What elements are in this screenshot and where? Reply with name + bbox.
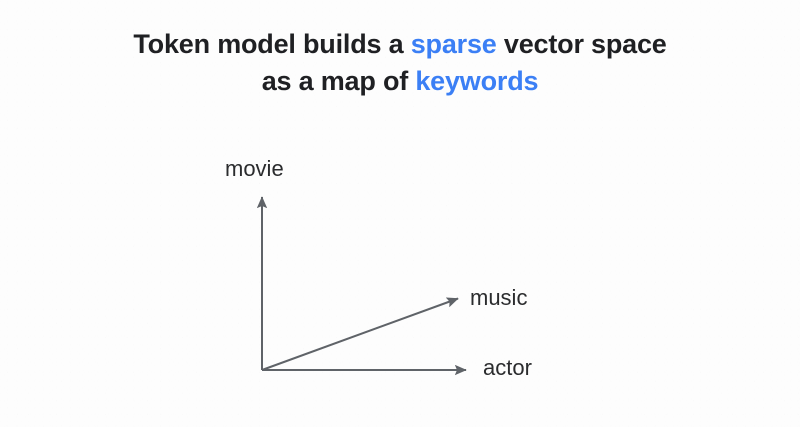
title-line-1-highlight: sparse — [410, 29, 497, 59]
title-line-1: Token model builds a sparse vector space — [0, 26, 800, 63]
title-line-2-highlight: keywords — [415, 66, 539, 96]
axis-label-movie: movie — [225, 156, 284, 181]
axis-label-actor: actor — [483, 355, 532, 380]
title-line-2: as a map of keywords — [0, 63, 800, 100]
title-line-2-before: as a map of — [261, 66, 416, 96]
axis-line-music — [261, 297, 459, 371]
axis-label-music: music — [470, 285, 528, 310]
page-title: Token model builds a sparse vector space… — [0, 26, 800, 100]
title-line-1-before: Token model builds a — [133, 29, 411, 59]
title-line-1-after: vector space — [496, 29, 667, 59]
